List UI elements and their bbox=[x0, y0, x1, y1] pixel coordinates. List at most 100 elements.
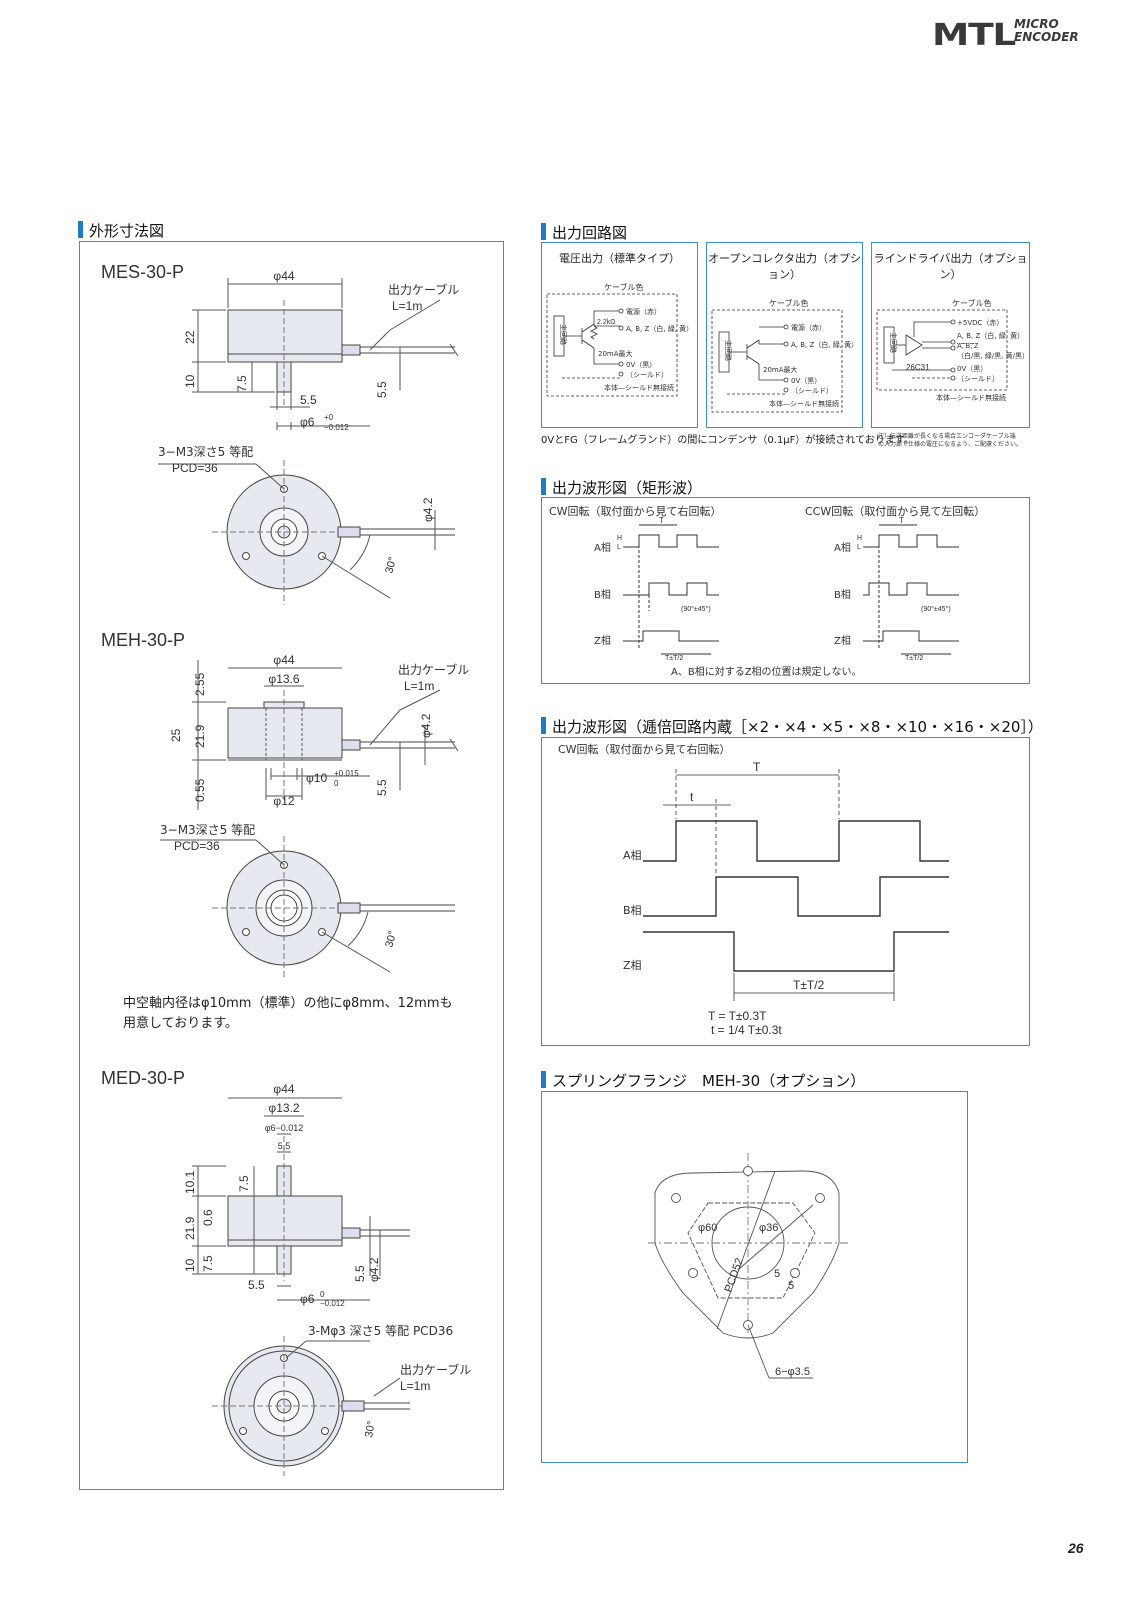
circuit-voltage-main: 主回路 bbox=[559, 324, 568, 345]
logo-mark: MTL bbox=[932, 18, 1016, 53]
mes-pcd: PCD=36 bbox=[172, 461, 218, 475]
flange-d60: φ60 bbox=[698, 1222, 717, 1234]
mes-mount-note: 3−M3深さ5 等配 bbox=[158, 445, 253, 459]
meh-pcd: PCD=36 bbox=[174, 839, 220, 853]
waveform-cw-title: CW回転（取付面から見て右回転） bbox=[549, 504, 722, 518]
circuit-ld-line-3: A, B, Z bbox=[957, 343, 979, 350]
meh-bore-note: 中空軸内径はφ10mm（標準）の他にφ8mm、12mmも 用意しております。 bbox=[123, 994, 493, 1034]
circuit-voltage-line-5: （シールド） bbox=[626, 371, 668, 379]
waveform-ccw-phase-diff: (90°±45°) bbox=[921, 605, 951, 613]
meh-bore-diameter: φ10 bbox=[306, 771, 327, 785]
circuit-box-voltage: 電圧出力（標準タイプ） ケーブル色 主回路 2.2kΩ 電源（赤） A, B, … bbox=[541, 242, 698, 428]
meh-cable-diameter: φ4.2 bbox=[419, 713, 433, 738]
mes-cable-length: L=1m bbox=[392, 299, 422, 313]
med-dim-d44: φ44 bbox=[273, 1082, 294, 1096]
med-dim-d13-2: φ13.2 bbox=[268, 1101, 299, 1115]
waveform-diagram: CW回転（取付面から見て右回転） CCW回転（取付面から見て左回転） A相 B相… bbox=[549, 504, 985, 678]
circuit-voltage-cable-color: ケーブル色 bbox=[604, 282, 644, 292]
waveform-note: A、B相に対するZ相の位置は規定しない。 bbox=[671, 665, 862, 678]
circuit-ld-line-5: 0V（黒） bbox=[957, 365, 987, 373]
flange-d36: φ36 bbox=[759, 1222, 778, 1234]
mes-dim-22: 22 bbox=[183, 330, 197, 344]
meh-angle: 30° bbox=[383, 930, 399, 949]
circuit-oc-line-5: （シールド） bbox=[791, 387, 833, 395]
circuit-ld-line-1: +5VDC（赤） bbox=[957, 319, 1003, 327]
flange-pcd: PCD52 bbox=[723, 1257, 746, 1294]
med-body bbox=[227, 1195, 343, 1247]
circuit-ld-footer: 本体—シールド無接続 bbox=[936, 393, 1006, 402]
mes-dim-7-5: 7.5 bbox=[235, 375, 249, 392]
waveform-ccw-high: H bbox=[857, 535, 862, 542]
multiplied-eq-2: t = 1/4 T±0.3t bbox=[711, 1023, 782, 1037]
meh-drawing: φ44 φ13.6 出力ケーブル L=1m 2.55 25 21.9 0.55 … bbox=[160, 653, 469, 980]
flange-five-2: 5 bbox=[788, 1280, 794, 1292]
meh-dim-5-5-vertical: 5.5 bbox=[375, 779, 389, 796]
med-dim-5-5: 5.5 bbox=[248, 1278, 265, 1292]
circuit-voltage-line-3: 20mA最大 bbox=[598, 349, 633, 358]
meh-bore-tol-down: 0 bbox=[334, 779, 339, 788]
waveform-cw-period: T bbox=[659, 516, 664, 525]
mes-body bbox=[227, 309, 343, 363]
meh-note-line-2: 用意しております。 bbox=[123, 1016, 238, 1031]
logo-line-2: ENCODER bbox=[1014, 30, 1079, 44]
brand-logo: MTL MICRO ENCODER bbox=[932, 14, 1092, 54]
waveform-cw-phase-diff: (90°±45°) bbox=[681, 605, 711, 613]
circuits-title: 出力回路図 bbox=[541, 222, 627, 243]
flange-drawing: φ60 φ36 PCD52 5 5 6−φ3.5 bbox=[648, 1153, 848, 1379]
med-dim-5-5-vertical: 5.5 bbox=[353, 1265, 367, 1282]
circuit-voltage-line-1: 電源（赤） bbox=[626, 307, 661, 316]
med-dim-10-1: 10.1 bbox=[183, 1170, 197, 1194]
circuit-ld-line-6: （シールド） bbox=[957, 375, 999, 383]
med-dim-7-5-bottom: 7.5 bbox=[201, 1255, 215, 1272]
meh-cable-label: 出力ケーブル bbox=[398, 662, 469, 677]
meh-dim-25: 25 bbox=[169, 728, 183, 742]
meh-mount-note: 3−M3深さ5 等配 bbox=[160, 823, 255, 837]
multiplied-t-small: t bbox=[690, 790, 694, 804]
circuit-oc-line-4: 0V（黒） bbox=[791, 377, 821, 385]
med-dim-21-9: 21.9 bbox=[183, 1216, 197, 1240]
circuit-ld-footnote-1: 注）伝送距離が長くなる場合エンコーダケーブル端 bbox=[878, 432, 1016, 440]
med-angle: 30° bbox=[363, 1420, 378, 1438]
med-mount-note: 3-Mφ3 深さ5 等配 PCD36 bbox=[308, 1324, 453, 1338]
multiplied-eq-1: T = T±0.3T bbox=[708, 1009, 767, 1023]
meh-dim-d13-6: φ13.6 bbox=[268, 672, 299, 686]
meh-model-label: MEH-30-P bbox=[101, 630, 186, 650]
mes-shaft-tol-up: +0 bbox=[324, 413, 334, 422]
circuit-box-line-driver: ラインドライバ出力（オプション） ケーブル色 主回路 26C31 +5VDC（赤… bbox=[871, 242, 1030, 448]
meh-dim-2-55: 2.55 bbox=[193, 672, 207, 696]
waveform-title: 出力波形図（矩形波） bbox=[541, 477, 702, 498]
multiplied-z-width: T±T/2 bbox=[793, 978, 825, 992]
waveform-ccw-low: L bbox=[857, 544, 861, 551]
circuits-capacitor-note: 0VとFG（フレームグランド）の間にコンデンサ（0.1μF）が接続されております… bbox=[541, 435, 914, 446]
mes-dim-5-5: 5.5 bbox=[300, 393, 317, 407]
mes-model-label: MES-30-P bbox=[101, 262, 185, 282]
mes-dim-10: 10 bbox=[183, 374, 197, 388]
med-dim-10: 10 bbox=[183, 1258, 197, 1272]
med-dim-d6-top: φ6−0.012 bbox=[265, 1123, 304, 1133]
circuit-line-driver-diagram: ケーブル色 主回路 26C31 +5VDC（赤） A, B, Z（白, 緑, 黄… bbox=[876, 298, 1029, 448]
flange-title: スプリングフランジ MEH-30（オプション） bbox=[541, 1070, 865, 1091]
multiplied-period: T bbox=[753, 760, 761, 774]
multiplied-panel bbox=[541, 737, 1030, 1046]
mes-angle: 30° bbox=[383, 556, 399, 575]
meh-bore-tol-up: +0.015 bbox=[334, 769, 359, 778]
waveform-cw-high: H bbox=[617, 535, 622, 542]
med-model-label: MED-30-P bbox=[101, 1068, 186, 1088]
meh-dim-d12: φ12 bbox=[273, 794, 294, 808]
circuit-ld-line-2: A, B, Z（白, 緑, 黄） bbox=[957, 331, 1024, 340]
mes-dim-d44: φ44 bbox=[273, 269, 294, 283]
circuit-box-line-driver-title: ラインドライバ出力（オプション） bbox=[873, 252, 1028, 281]
waveform-cw-phase-z: Z相 bbox=[594, 634, 611, 647]
mes-drawing: φ44 出力ケーブル L=1m 22 10 7.5 5.5 5.5 φ6 +0 … bbox=[158, 269, 459, 605]
waveform-cw-phase-b: B相 bbox=[594, 588, 611, 601]
flange-holes: 6−φ3.5 bbox=[775, 1366, 810, 1378]
waveform-cw-low: L bbox=[617, 544, 621, 551]
med-shaft-tol-down: −0.012 bbox=[320, 1299, 345, 1308]
waveform-ccw-phase-a: A相 bbox=[834, 541, 851, 554]
page-number: 26 bbox=[1068, 1540, 1084, 1556]
circuit-voltage-resistor: 2.2kΩ bbox=[597, 319, 615, 326]
circuit-oc-main: 主回路 bbox=[724, 340, 733, 361]
circuit-box-voltage-title: 電圧出力（標準タイプ） bbox=[559, 252, 680, 265]
multiplied-phase-a: A相 bbox=[623, 849, 642, 862]
meh-cable-length: L=1m bbox=[404, 679, 434, 693]
